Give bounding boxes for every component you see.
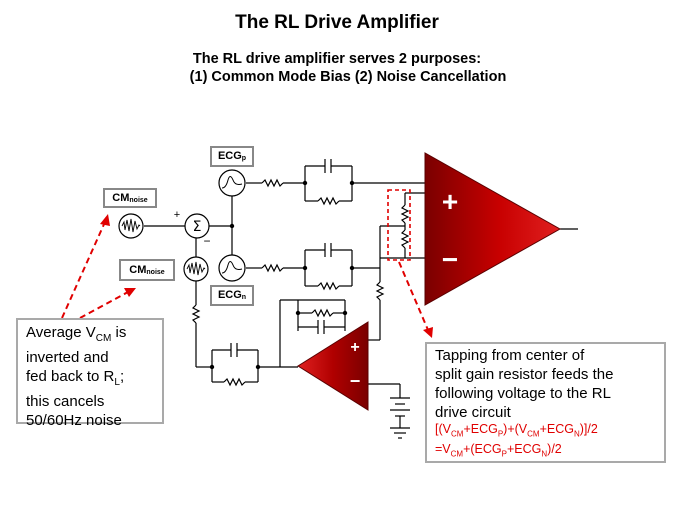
ecg-p-source: [218, 169, 246, 197]
subscript: P: [501, 449, 507, 458]
text: +ECG: [539, 422, 574, 436]
text: +(ECG: [463, 441, 502, 456]
page-title: The RL Drive Amplifier: [235, 12, 439, 33]
label-main: CM: [129, 264, 147, 276]
tap-resistor: [375, 281, 385, 301]
rl-feedback-resistor: [223, 377, 246, 387]
cm-noise-source-top: [118, 213, 144, 239]
label-ecg-p: ECGp: [210, 146, 254, 167]
text: )]/2: [579, 422, 598, 436]
summer-plus: +: [174, 209, 180, 221]
note-average-vcm: Average VCM is inverted and fed back to …: [16, 318, 164, 429]
text: Average V: [26, 324, 96, 341]
text: ;: [119, 368, 125, 385]
note-split-gain-tap: Tapping from center of split gain resist…: [425, 342, 666, 463]
rl-drive-amplifier: + −: [297, 321, 369, 411]
subscript: N: [573, 429, 580, 439]
label-ecg-n: ECGn: [210, 285, 254, 306]
callout-arrow-cm-top: [61, 221, 106, 319]
callout-arrow-tap: [398, 261, 429, 331]
subscript: L: [114, 377, 120, 388]
text: )/2: [547, 441, 562, 456]
amp-plus: +: [442, 186, 458, 217]
label-sub: noise: [129, 197, 148, 204]
text: [(V: [435, 422, 451, 436]
amp-minus: −: [442, 244, 458, 275]
subtitle-line-1: The RL drive amplifier serves 2 purposes…: [192, 51, 482, 67]
note-line: Tapping from center of: [435, 347, 585, 364]
split-gain-resistor-upper: [400, 204, 410, 224]
resistor-top-feedback: [317, 196, 340, 206]
split-resistor-highlight: [387, 189, 411, 261]
subscript: CM: [450, 449, 464, 458]
note-line: split gain resistor feeds the: [435, 366, 614, 383]
label-sub: n: [241, 294, 247, 301]
arrowhead-cm-bottom: [124, 288, 136, 297]
text: is: [111, 324, 127, 341]
text: +ECG: [507, 441, 542, 456]
note-line: drive circuit: [435, 404, 511, 421]
subscript: P: [497, 429, 504, 439]
label-cm-noise-top: CMnoise: [103, 188, 157, 208]
note-line: Average VCM is: [26, 323, 154, 348]
label-main: ECG: [217, 150, 242, 162]
arrowhead-cm-top: [100, 214, 110, 226]
text: fed back to R: [26, 368, 115, 385]
note-line: fed back to RL;: [26, 367, 154, 392]
label-main: CM: [112, 192, 130, 204]
text: )+(V: [503, 422, 528, 436]
note-line: inverted and: [26, 349, 109, 366]
ecg-n-source: [218, 254, 246, 282]
formula-line-2: =VCM+(ECGP+ECGN)/2: [435, 442, 656, 462]
summing-junction: Σ + −: [174, 209, 211, 248]
label-cm-noise-bottom: CMnoise: [119, 259, 175, 281]
rl-amp-minus: −: [350, 371, 361, 391]
summer-minus: −: [203, 234, 210, 248]
instrumentation-amplifier: + −: [424, 152, 562, 306]
subscript: CM: [95, 333, 112, 344]
split-gain-resistor-lower: [400, 229, 410, 249]
subscript: N: [541, 449, 548, 458]
label-main: ECG: [217, 289, 242, 301]
rl-amp-plus: +: [350, 339, 359, 356]
junction-dots: [209, 180, 355, 370]
rl-output-resistor: [191, 304, 201, 324]
arrowhead-tap: [423, 327, 433, 338]
rl-integrator-resistor: [311, 308, 334, 318]
subtitle-line-2: (1) Common Mode Bias (2) Noise Cancellat…: [189, 69, 507, 85]
callout-arrow-cm-bottom: [79, 291, 129, 319]
cm-noise-source-bottom: [183, 256, 209, 282]
resistor-bottom-input: [261, 263, 284, 273]
note-line: 50/60Hz noise: [26, 412, 122, 429]
summer-sigma: Σ: [193, 219, 202, 235]
subscript: CM: [450, 429, 464, 439]
text: +ECG: [463, 422, 498, 436]
note-line: this cancels: [26, 393, 105, 410]
text: =V: [435, 441, 451, 456]
label-sub: noise: [146, 269, 165, 276]
label-sub: p: [241, 155, 247, 162]
resistor-bottom-feedback: [317, 281, 340, 291]
subscript: CM: [527, 429, 540, 439]
resistor-top-input: [261, 178, 284, 188]
note-line: following voltage to the RL: [435, 385, 611, 402]
formula-line-1: [(VCM+ECGP)+(VCM+ECGN)]/2: [435, 422, 656, 442]
